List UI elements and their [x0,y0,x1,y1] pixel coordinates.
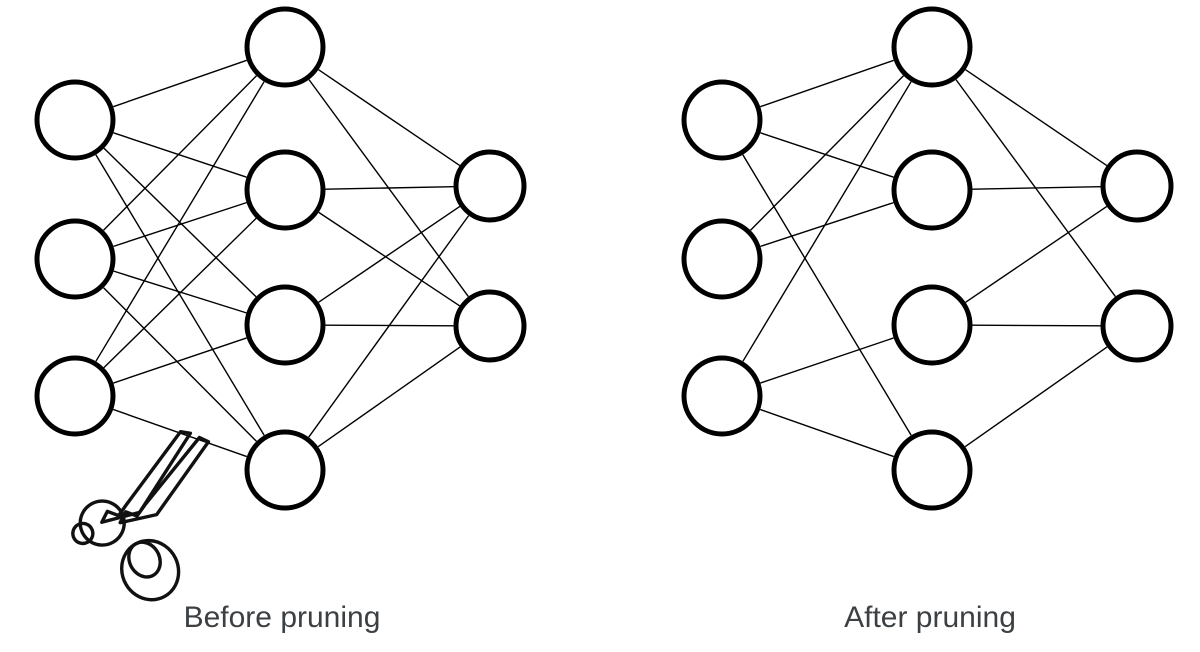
connection-edge [95,81,265,362]
neuron-node-input[interactable] [681,355,763,437]
neuron-node-hidden[interactable] [244,6,326,88]
neuron-node-output[interactable] [1100,289,1174,363]
connection-edge [103,75,257,231]
panel-before-pruning: Before pruning [34,6,527,634]
neuron-node-output[interactable] [1100,149,1174,223]
neuron-node-hidden[interactable] [891,149,973,231]
connection-edge [742,81,912,362]
neuron-node-hidden[interactable] [891,6,973,88]
neuron-node-hidden[interactable] [891,284,973,366]
edge-group-before [95,59,470,458]
caption-after-pruning: After pruning [844,601,1016,634]
connection-edge [318,205,461,303]
connection-edge [113,132,247,178]
neuron-node-hidden[interactable] [244,149,326,231]
connection-edge [964,346,1108,448]
neuron-node-hidden[interactable] [244,429,326,511]
connection-edge [113,270,247,314]
connection-edge [760,201,894,248]
connection-edge [95,154,265,436]
connection-edge [318,69,461,167]
connection-edge [750,75,904,231]
caption-before-pruning: Before pruning [184,601,381,634]
connection-edge [965,205,1108,303]
neuron-node-input[interactable] [34,355,116,437]
connection-edge [113,201,247,248]
connection-edge [972,324,1101,327]
connection-edge [113,337,247,384]
connection-edge [318,211,460,307]
neuron-node-output[interactable] [453,289,527,363]
neuron-node-hidden[interactable] [891,429,973,511]
connection-edge [759,408,895,458]
neuron-node-output[interactable] [453,149,527,223]
node-group-before [34,6,527,511]
connection-edge [972,186,1101,190]
connection-edge [965,69,1108,167]
connection-edge [325,186,454,190]
neuron-node-hidden[interactable] [244,284,326,366]
panel-after-pruning: After pruning [681,6,1174,634]
scissors-icon [71,430,211,602]
node-group-after [681,6,1174,511]
connection-edge [317,346,461,448]
neuron-node-input[interactable] [681,218,763,300]
neuron-node-input[interactable] [34,218,116,300]
connection-edge [103,287,257,442]
connection-edge [742,154,912,436]
connection-edge [308,215,470,438]
neuron-node-input[interactable] [681,79,763,161]
edge-group-after [742,59,1116,458]
connection-edge [113,59,247,108]
connection-edge [760,59,894,108]
connection-edge [760,337,894,384]
neuron-node-input[interactable] [34,79,116,161]
connection-edge [103,217,257,369]
connection-edge [760,132,894,178]
